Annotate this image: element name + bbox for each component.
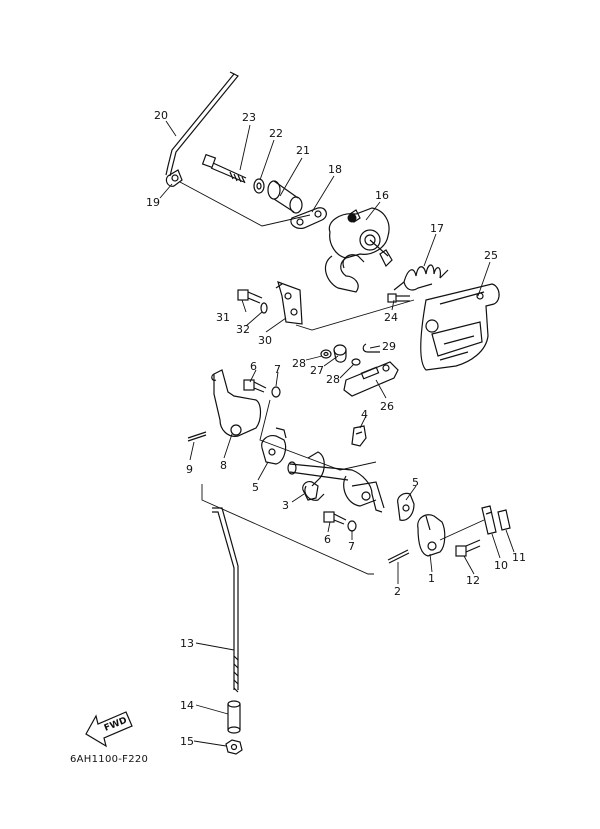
bracket-guide bbox=[295, 299, 415, 331]
shift-shaft bbox=[287, 451, 385, 513]
callout-25: 25 bbox=[484, 249, 498, 262]
callout-6-upper: 6 bbox=[250, 360, 257, 373]
callout-7-upper: 7 bbox=[274, 363, 281, 376]
callout-10: 10 bbox=[494, 559, 508, 572]
part-10-plate bbox=[481, 505, 497, 535]
callout-30: 30 bbox=[258, 334, 272, 347]
part-5-collar-left bbox=[261, 427, 287, 465]
part-13-shift-rod bbox=[212, 507, 239, 693]
part-6-bolt-upper bbox=[243, 379, 267, 393]
part-32-washer bbox=[260, 302, 268, 314]
part-4-clip bbox=[351, 425, 367, 447]
part-7-washer-lower bbox=[347, 520, 357, 532]
part-26-slider bbox=[343, 361, 399, 397]
callout-21: 21 bbox=[296, 144, 310, 157]
fwd-arrow-icon: FWD bbox=[85, 711, 133, 748]
part-24-bolt bbox=[387, 293, 410, 303]
lever-guide bbox=[439, 519, 485, 541]
part-19-clip bbox=[165, 169, 183, 187]
part-1-lever-arm bbox=[417, 514, 446, 557]
shift-guide bbox=[259, 399, 377, 471]
callout-32: 32 bbox=[236, 323, 250, 336]
part-6-bolt-lower bbox=[323, 511, 347, 525]
callout-3: 3 bbox=[282, 499, 289, 512]
callout-17: 17 bbox=[430, 222, 444, 235]
callout-15: 15 bbox=[180, 735, 194, 748]
callout-6-lower: 6 bbox=[324, 533, 331, 546]
part-11-small-plate bbox=[497, 509, 511, 531]
callout-labels: 20 23 22 21 18 16 19 17 25 31 24 32 30 2… bbox=[146, 109, 526, 748]
callout-9: 9 bbox=[186, 463, 193, 476]
part-7-washer-upper bbox=[271, 386, 281, 398]
callout-4: 4 bbox=[361, 408, 368, 421]
callout-5-left: 5 bbox=[252, 481, 259, 494]
callout-31: 31 bbox=[216, 311, 230, 324]
part-30-plate bbox=[275, 281, 303, 325]
part-20-rod bbox=[165, 71, 239, 177]
fwd-label: FWD bbox=[103, 716, 129, 734]
callout-2: 2 bbox=[394, 585, 401, 598]
callout-11: 11 bbox=[512, 551, 526, 564]
part-14-sleeve bbox=[227, 700, 241, 734]
part-27-collar bbox=[333, 344, 347, 363]
callout-27: 27 bbox=[310, 364, 324, 377]
lower-assembly-frame bbox=[201, 484, 374, 575]
callout-22: 22 bbox=[269, 127, 283, 140]
callout-16: 16 bbox=[375, 189, 389, 202]
callout-24: 24 bbox=[384, 311, 398, 324]
callout-19: 19 bbox=[146, 196, 160, 209]
diagram-code: 6AH1100-F220 bbox=[70, 754, 148, 765]
part-21-collar bbox=[267, 180, 303, 214]
callout-26: 26 bbox=[380, 400, 394, 413]
part-5-collar-right bbox=[397, 492, 415, 521]
part-31-bolt bbox=[237, 289, 263, 304]
callout-8: 8 bbox=[220, 459, 227, 472]
part-2-pin bbox=[387, 549, 410, 564]
part-15-nut bbox=[225, 739, 243, 755]
part-3-cam bbox=[302, 481, 319, 501]
part-22-washer bbox=[253, 178, 265, 194]
part-23-bolt bbox=[201, 153, 247, 184]
callout-28-lower: 28 bbox=[326, 373, 340, 386]
callout-7-lower: 7 bbox=[348, 540, 355, 553]
part-28-washer-lower bbox=[351, 358, 361, 366]
part-8-shift-lever bbox=[211, 369, 262, 437]
callout-12: 12 bbox=[466, 574, 480, 587]
leader-lines bbox=[159, 120, 515, 747]
part-29-pin bbox=[362, 343, 380, 353]
callout-28-upper: 28 bbox=[292, 357, 306, 370]
callout-29: 29 bbox=[382, 340, 396, 353]
part-28-washer-upper bbox=[320, 349, 332, 359]
callout-20: 20 bbox=[154, 109, 168, 122]
part-18-link-plate bbox=[290, 207, 327, 229]
upper-assembly-guide bbox=[179, 181, 311, 227]
part-25-bracket bbox=[420, 283, 500, 371]
part-16-throttle-cam bbox=[324, 207, 393, 293]
callout-23: 23 bbox=[242, 111, 256, 124]
part-17-spring bbox=[393, 264, 449, 291]
callout-18: 18 bbox=[328, 163, 342, 176]
part-12-bolt bbox=[455, 539, 481, 557]
callout-14: 14 bbox=[180, 699, 194, 712]
callout-5-right: 5 bbox=[412, 476, 419, 489]
callout-13: 13 bbox=[180, 637, 194, 650]
part-9-pin bbox=[187, 431, 207, 442]
callout-1: 1 bbox=[428, 572, 435, 585]
